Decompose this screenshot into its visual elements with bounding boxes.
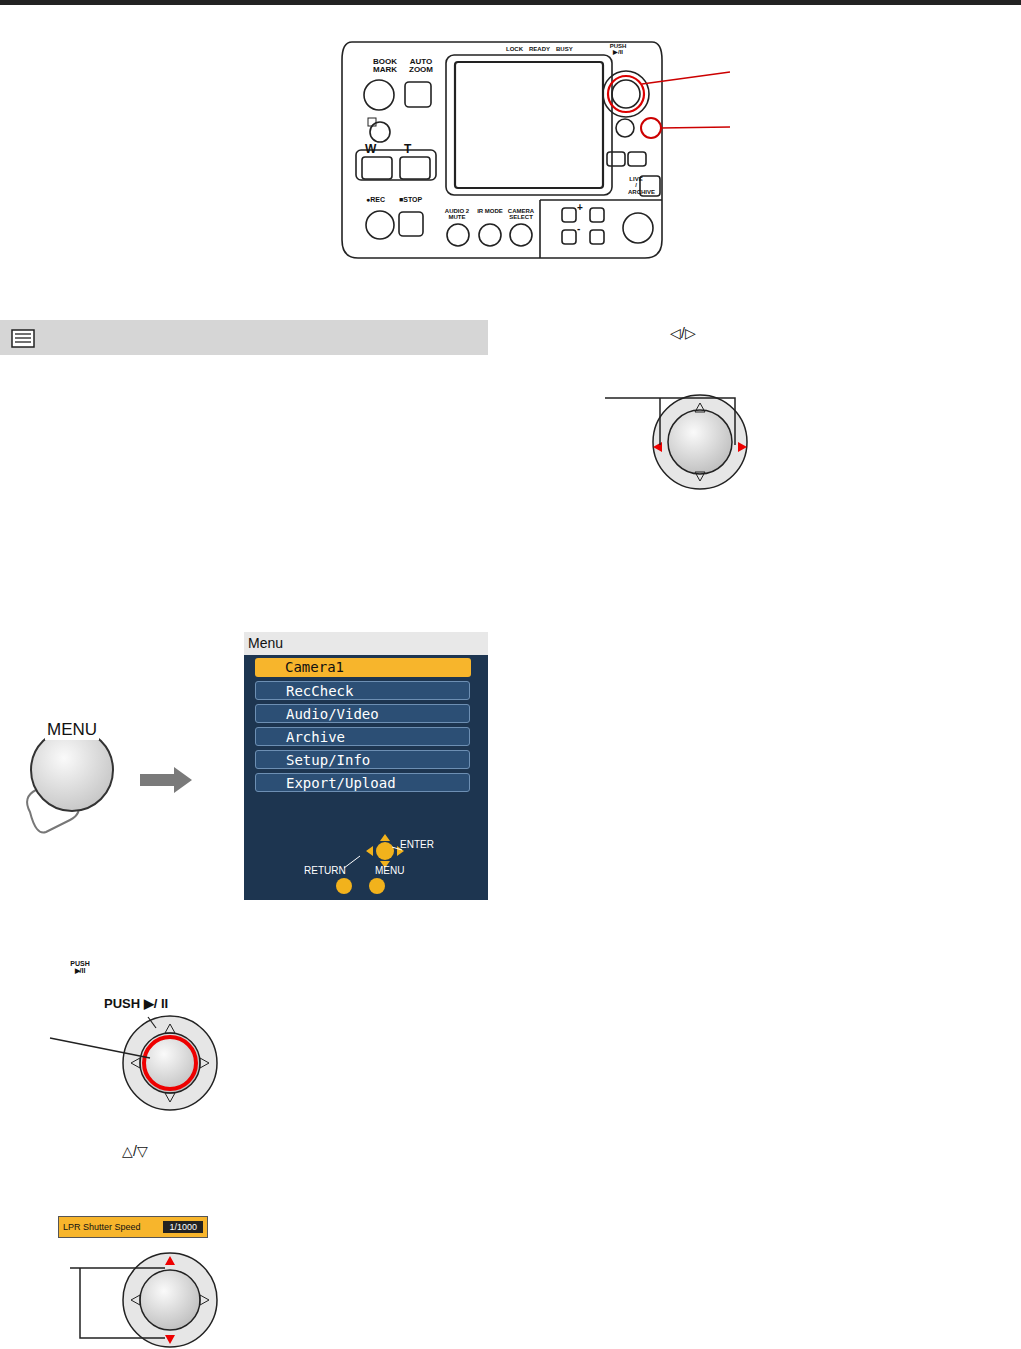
label: AUDIO 2 MUTE [443, 208, 471, 221]
label: PUSH ▶/II [70, 960, 90, 975]
label: LIVE / ARCHIVE [628, 176, 644, 195]
label: PUSH ▶/ II [104, 997, 168, 1011]
label: W [365, 143, 376, 156]
label: READY [529, 46, 550, 52]
menu-item: RecCheck [255, 681, 470, 700]
label: PUSH ▶/II [608, 43, 628, 56]
label: T [404, 143, 411, 156]
menu-button: MENU [30, 728, 114, 812]
menu-item: Camera1 [255, 658, 471, 677]
menu-item: Archive [255, 727, 470, 746]
label: BUSY [556, 46, 573, 52]
menu-window: MenuCamera1RecCheckAudio/VideoArchiveSet… [244, 632, 488, 655]
node-text: LPR Shutter Speed [63, 1222, 141, 1232]
node-text: Camera1 [255, 658, 471, 675]
label: ■STOP [399, 196, 422, 203]
label: MENU [375, 866, 404, 877]
menu-item: Export/Upload [255, 773, 470, 792]
section-band [0, 320, 488, 355]
block-arrow [140, 767, 192, 793]
label: LOCK [506, 46, 523, 52]
joystick-ud [70, 1253, 217, 1347]
label: CAMERA SELECT [506, 208, 536, 221]
label: AUTO ZOOM [404, 58, 438, 75]
label: - [577, 224, 580, 235]
node-text: Menu [244, 632, 488, 651]
top-rule [0, 0, 1021, 5]
label: RETURN [304, 866, 346, 877]
node-text: RecCheck [256, 682, 469, 699]
label: IR MODE [477, 208, 503, 214]
menu-item: Audio/Video [255, 704, 470, 723]
label: BOOK MARK [368, 58, 402, 75]
label: + [577, 203, 583, 214]
node-text: Setup/Info [256, 751, 469, 768]
label: ENTER [400, 840, 434, 851]
callout-lines [642, 72, 730, 128]
label: ◁/▷ [670, 326, 696, 341]
node-text: Export/Upload [256, 774, 469, 791]
node-text: MENU [45, 720, 99, 740]
label: ●REC [366, 196, 385, 203]
node-text: Audio/Video [256, 705, 469, 722]
mini-joystick [336, 834, 404, 894]
node-text: 1/1000 [163, 1221, 203, 1233]
label: △/▽ [122, 1144, 148, 1159]
menu-item: Setup/Info [255, 750, 470, 769]
control-panel [342, 42, 662, 258]
setting-bar: LPR Shutter Speed 1/1000 [58, 1216, 208, 1238]
menu-screen [244, 632, 488, 900]
joystick-push [50, 1016, 217, 1110]
joystick-lr [605, 395, 747, 489]
node-text: Archive [256, 728, 469, 745]
